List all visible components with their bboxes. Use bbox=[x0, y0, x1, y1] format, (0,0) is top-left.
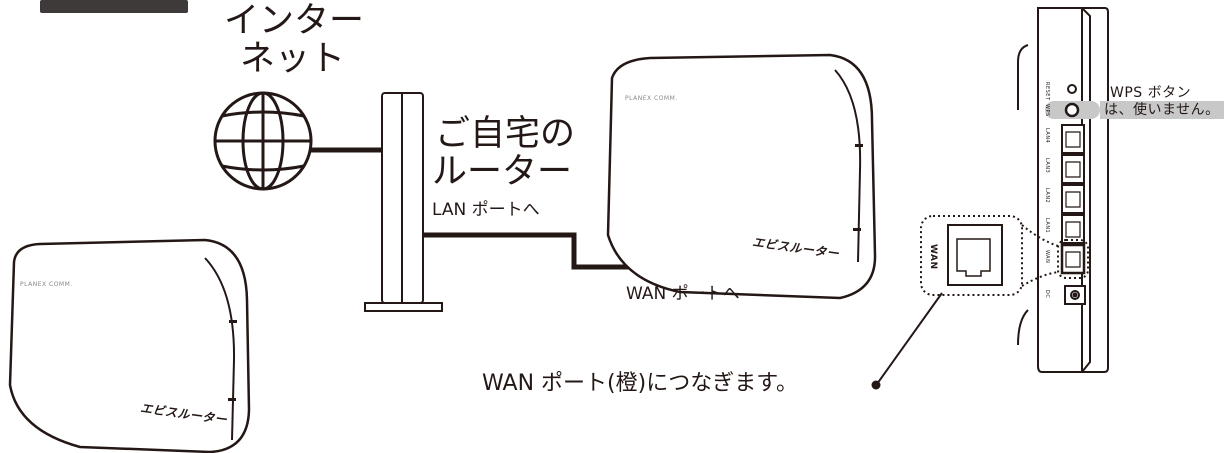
rear-label-reset: RESET bbox=[1044, 82, 1050, 101]
callout-line bbox=[876, 292, 943, 385]
home-router bbox=[364, 92, 443, 312]
rear-label-wan: WAN bbox=[1044, 250, 1050, 264]
wan-zoom-callout bbox=[920, 215, 1089, 296]
lan-port-label: LAN ポートへ bbox=[432, 200, 540, 220]
rear-label-lan4: LAN4 bbox=[1044, 128, 1050, 144]
internet-label-line2: ネット bbox=[240, 39, 346, 79]
wps-note-band bbox=[1100, 101, 1224, 119]
brand-logo-left: PLANEX COMM. bbox=[20, 281, 73, 288]
product-router-main bbox=[606, 53, 877, 300]
home-router-label-line1: ご自宅の bbox=[435, 114, 576, 154]
wan-zoom-label: WAN bbox=[928, 244, 938, 270]
rear-panel bbox=[1017, 7, 1109, 373]
product-router-left bbox=[8, 238, 251, 453]
wan-port-zoom bbox=[947, 224, 1003, 286]
rear-label-lan3: LAN3 bbox=[1044, 158, 1050, 174]
rear-label-lan1: LAN1 bbox=[1044, 218, 1050, 234]
rear-label-wps: WPS bbox=[1044, 104, 1050, 117]
home-router-label-line2: ルーター bbox=[432, 152, 573, 192]
wan-port-label: WAN ポートへ bbox=[626, 284, 740, 304]
rear-label-lan2: LAN2 bbox=[1044, 188, 1050, 204]
header-tab bbox=[40, 0, 188, 13]
wps-note-line2: は、使いません。 bbox=[1104, 102, 1220, 118]
wps-note-line1: WPS ボタン bbox=[1110, 85, 1192, 101]
connect-wan-callout: WAN ポート(橙)につなぎます。 bbox=[482, 371, 799, 396]
rear-label-dc: DC bbox=[1044, 290, 1050, 299]
globe-icon bbox=[213, 91, 313, 191]
internet-label-line1: インター bbox=[224, 1, 365, 41]
brand-logo-main: PLANEX COMM. bbox=[625, 95, 678, 102]
callout-dot bbox=[871, 380, 881, 390]
